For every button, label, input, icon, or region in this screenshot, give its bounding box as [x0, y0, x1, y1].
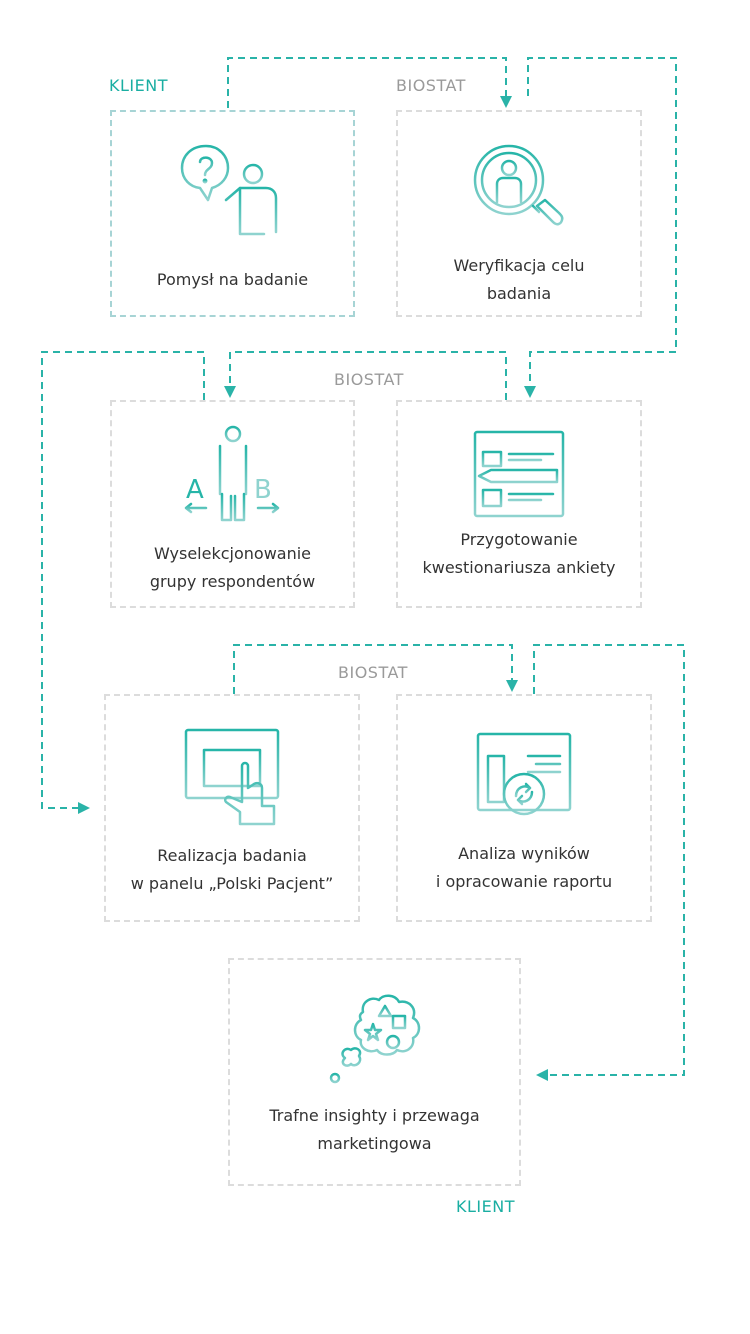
- step-box-6: Analiza wyników i opracowanie raportu: [396, 694, 652, 922]
- magnifier-person-icon: [473, 144, 564, 226]
- step-label-4: Przygotowanie kwestionariusza ankiety: [422, 530, 616, 577]
- tag-klient-top: KLIENT: [109, 76, 168, 95]
- step-label-2: Weryfikacja celu badania: [453, 256, 585, 303]
- panel-touch-icon: [184, 728, 280, 826]
- arrow-head-3: [224, 386, 236, 398]
- arrow-head-2: [524, 386, 536, 398]
- tag-biostat-row2: BIOSTAT: [334, 370, 404, 389]
- connector-6-to-7: [533, 644, 685, 1076]
- step-label-3: Wyselekcjonowanie grupy respondentów: [149, 544, 316, 591]
- connector-2-to-3: [229, 351, 507, 400]
- connector-5-to-6: [233, 644, 513, 694]
- ab-letter-a: A: [186, 475, 204, 505]
- step-box-7: Trafne insighty i przewaga marketingowa: [228, 958, 521, 1186]
- report-analysis-icon: [476, 732, 572, 816]
- connector-3-to-5: [41, 351, 205, 809]
- arrow-head-5: [506, 680, 518, 692]
- step-box-5: Realizacja badania w panelu „Polski Pacj…: [104, 694, 360, 922]
- step-box-3: A B Wyselekcjonowanie grupy respondentów: [110, 400, 355, 608]
- arrow-head-6: [536, 1069, 548, 1081]
- step-box-2: Weryfikacja celu badania: [396, 110, 642, 317]
- step-box-4: Przygotowanie kwestionariusza ankiety: [396, 400, 642, 608]
- arrow-head-4: [78, 802, 90, 814]
- step-box-1: Pomysł na badanie: [110, 110, 355, 317]
- connector-1-2: [227, 57, 507, 108]
- step-label-6: Analiza wyników i opracowanie raportu: [435, 844, 613, 891]
- tag-biostat-row3: BIOSTAT: [338, 663, 408, 682]
- tag-klient-bottom: KLIENT: [456, 1197, 515, 1216]
- arrow-head-1: [500, 96, 512, 108]
- step-label-1: Pomysł na badanie: [156, 270, 309, 289]
- thought-cloud-icon: [329, 994, 420, 1084]
- ab-letter-b: B: [254, 475, 272, 505]
- step-label-5: Realizacja badania w panelu „Polski Pacj…: [130, 846, 334, 893]
- question-person-icon: [180, 144, 277, 236]
- tag-biostat-row1: BIOSTAT: [396, 76, 466, 95]
- step-label-7: Trafne insighty i przewaga marketingowa: [269, 1106, 480, 1153]
- questionnaire-pencil-icon: [473, 430, 565, 518]
- ab-selection-icon: A B: [184, 425, 279, 522]
